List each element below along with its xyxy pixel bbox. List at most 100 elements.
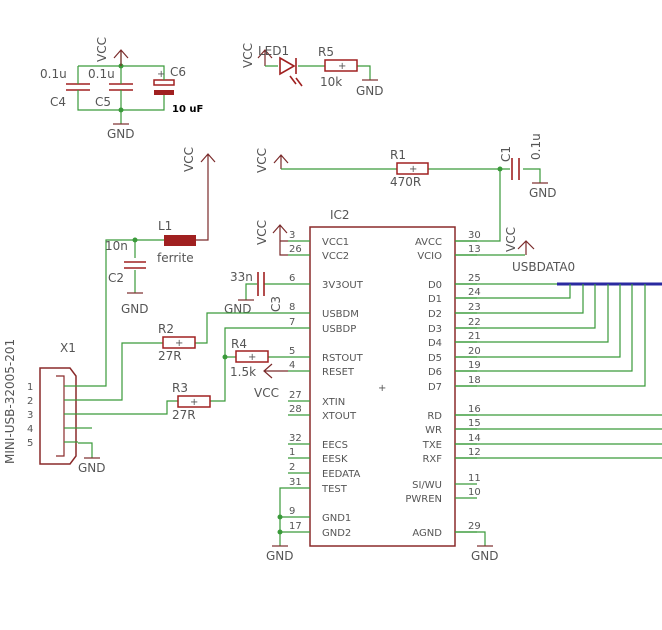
pin-name: D3 bbox=[428, 324, 442, 335]
pin-number: 30 bbox=[468, 230, 481, 241]
c1-symbol[interactable] bbox=[511, 158, 520, 180]
pin-number: 1 bbox=[289, 447, 295, 458]
pin-name: D6 bbox=[428, 367, 442, 378]
pin-number: 26 bbox=[289, 244, 302, 255]
c3-value: 33n bbox=[230, 270, 253, 284]
usb-connector[interactable]: X1 MINI-USB-32005-201 1 2 3 4 5 GND bbox=[3, 339, 106, 475]
r2-symbol[interactable]: + bbox=[162, 336, 196, 349]
c4-symbol[interactable] bbox=[66, 75, 90, 99]
r4-value: 1.5k bbox=[230, 365, 256, 379]
pin-number: 5 bbox=[289, 346, 295, 357]
c6-value: 10 uF bbox=[172, 104, 203, 115]
connector-part: MINI-USB-32005-201 bbox=[3, 339, 17, 464]
c5-symbol[interactable] bbox=[109, 75, 133, 99]
vcc-symbol: VCC bbox=[95, 37, 129, 66]
pin-name: SI/WU bbox=[412, 480, 442, 491]
l1-name: L1 bbox=[158, 219, 172, 233]
pin-number: 19 bbox=[468, 360, 481, 371]
r2-value: 27R bbox=[158, 349, 182, 363]
ic2-right-pins: 30AVCC13VCIO25D024D123D222D321D420D519D6… bbox=[405, 230, 480, 539]
c3-name: C3 bbox=[269, 296, 283, 312]
r4-symbol[interactable]: + bbox=[235, 350, 269, 363]
pin-name: D0 bbox=[428, 280, 442, 291]
decoupling-group: + VCC 0.1u C4 0.1u C5 C6 10 uF GND bbox=[40, 37, 203, 141]
r5-symbol[interactable]: + bbox=[324, 59, 358, 72]
pin-name: VCC1 bbox=[322, 237, 349, 248]
pin-number: 13 bbox=[468, 244, 481, 255]
pin-name: TEST bbox=[321, 484, 348, 495]
pin-name: EECS bbox=[322, 440, 348, 451]
pin-number: 31 bbox=[289, 477, 302, 488]
svg-text:GND: GND bbox=[266, 549, 294, 563]
ic2-gnd: GND GND bbox=[266, 487, 499, 563]
svg-text:GND: GND bbox=[78, 461, 106, 475]
pin-number: 8 bbox=[289, 302, 295, 313]
c2-name: C2 bbox=[108, 271, 124, 285]
ic2-vcc: VCC bbox=[255, 220, 288, 256]
bus-label: USBDATA0 bbox=[512, 260, 575, 274]
connector-name: X1 bbox=[60, 341, 76, 355]
pin-number: 10 bbox=[468, 487, 481, 498]
svg-text:+: + bbox=[409, 164, 417, 175]
connector-pin-1[interactable]: 1 bbox=[27, 382, 78, 393]
l1-group: VCC L1 ferrite 10n C2 GND bbox=[78, 147, 216, 387]
l1-symbol[interactable] bbox=[164, 235, 196, 246]
led-symbol[interactable] bbox=[279, 56, 303, 87]
pin-number: 7 bbox=[289, 317, 295, 328]
connector-pin-5[interactable]: 5 bbox=[27, 438, 78, 449]
svg-text:GND: GND bbox=[224, 302, 252, 316]
svg-text:GND: GND bbox=[121, 302, 149, 316]
pin-name: VCC2 bbox=[322, 251, 349, 262]
connector-pin-3[interactable]: 3 bbox=[27, 410, 78, 421]
pin-number: 28 bbox=[289, 404, 302, 415]
r1-name: R1 bbox=[390, 148, 406, 162]
r4-name: R4 bbox=[231, 337, 247, 351]
r3-symbol[interactable]: + bbox=[177, 395, 211, 408]
pin-name: EESK bbox=[322, 454, 348, 465]
svg-text:GND: GND bbox=[471, 549, 499, 563]
svg-text:VCC: VCC bbox=[241, 43, 255, 68]
c6-symbol[interactable]: + bbox=[153, 69, 175, 99]
vcc-label: VCC bbox=[95, 37, 109, 62]
svg-text:GND: GND bbox=[529, 186, 557, 200]
pin-number: 21 bbox=[468, 331, 481, 342]
svg-text:VCC: VCC bbox=[255, 148, 269, 173]
pin-name: XTOUT bbox=[322, 411, 357, 422]
pin-number: 15 bbox=[468, 418, 481, 429]
pin-number: 6 bbox=[289, 273, 295, 284]
r1-symbol[interactable]: + bbox=[396, 162, 429, 175]
pin-name: EEDATA bbox=[322, 469, 361, 480]
pin-name: VCIO bbox=[417, 251, 442, 262]
svg-text:+: + bbox=[157, 69, 165, 80]
r3-name: R3 bbox=[172, 381, 188, 395]
pin-name: XTIN bbox=[322, 397, 345, 408]
c1-name: C1 bbox=[499, 146, 513, 162]
c6-name: C6 bbox=[170, 65, 186, 79]
c3-symbol[interactable] bbox=[257, 272, 265, 296]
connector-pin-2[interactable]: 2 bbox=[27, 396, 78, 407]
connector-pin-4[interactable]: 4 bbox=[27, 424, 78, 435]
pin-name: D4 bbox=[428, 338, 442, 349]
c2-symbol[interactable] bbox=[124, 261, 146, 269]
pin-name: USBDP bbox=[322, 324, 356, 335]
